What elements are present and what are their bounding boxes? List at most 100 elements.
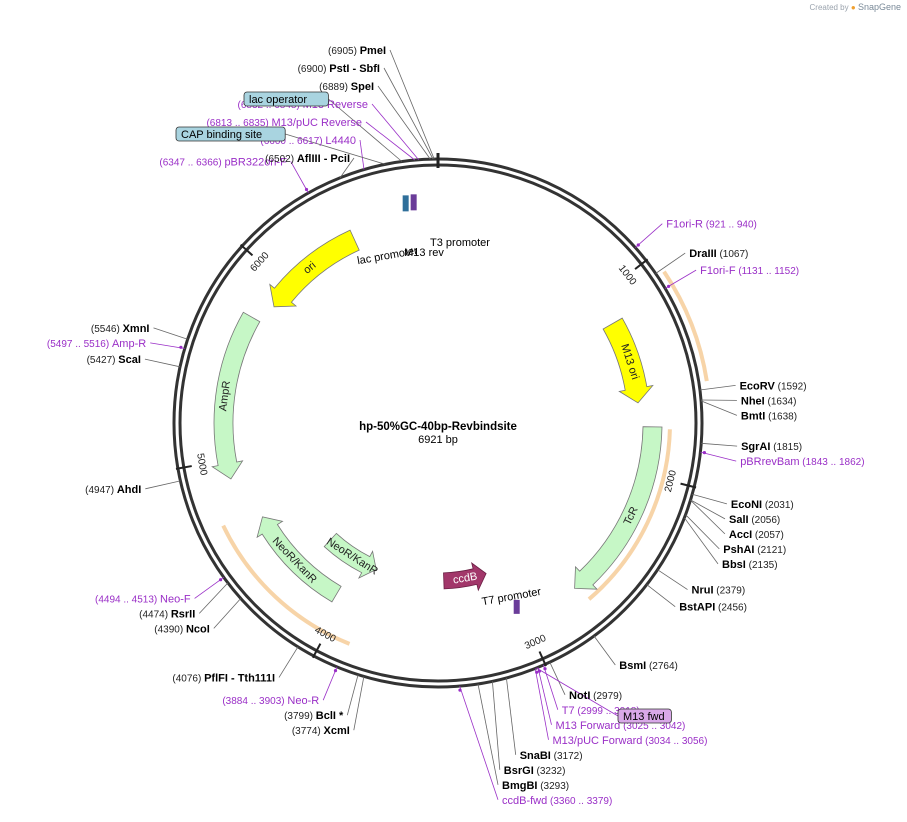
small-feature-mark[interactable] bbox=[410, 194, 417, 211]
primer-m13-forward[interactable]: M13 Forward (3025 .. 3042) bbox=[556, 720, 686, 732]
site-bcli[interactable]: (3799) BclI * bbox=[284, 710, 344, 722]
boxed-feature-cap-binding-site[interactable]: CAP binding site bbox=[175, 126, 286, 142]
site-name: AflIII bbox=[297, 153, 321, 165]
site-position: (3799) bbox=[284, 711, 316, 722]
site-position: (4390) bbox=[154, 624, 186, 635]
primer-range: (5497 .. 5516) bbox=[47, 339, 112, 350]
site-name: NheI bbox=[741, 395, 765, 407]
leader-line bbox=[339, 157, 355, 179]
site-nrui[interactable]: NruI (2379) bbox=[692, 585, 746, 597]
primer-l4440[interactable]: (6600 .. 6617) L4440 bbox=[260, 135, 356, 147]
primer-pbrrevbam[interactable]: pBRrevBam (1843 .. 1862) bbox=[740, 456, 864, 468]
primer-ccdb-fwd[interactable]: ccdB-fwd (3360 .. 3379) bbox=[502, 795, 612, 807]
label-text: BstAPI (2456) bbox=[679, 602, 747, 614]
site-bmgbi[interactable]: BmgBI (3293) bbox=[502, 780, 569, 792]
site-spei[interactable]: (6889) SpeI bbox=[319, 81, 374, 93]
leader-line bbox=[690, 499, 726, 520]
boxed-feature-label: CAP binding site bbox=[181, 129, 262, 141]
site-snabi[interactable]: SnaBI (3172) bbox=[520, 750, 583, 762]
site-ecorv[interactable]: EcoRV (1592) bbox=[740, 380, 807, 392]
primer-pbr322ori-f[interactable]: (6347 .. 6366) pBR322ori-F bbox=[159, 157, 287, 169]
primer-binding-mark bbox=[702, 451, 707, 455]
primer-range: (921 .. 940) bbox=[703, 220, 757, 231]
site-position: (2031) bbox=[762, 500, 794, 511]
site-bmti[interactable]: BmtI (1638) bbox=[741, 410, 797, 422]
feature-neor-kanr-arrow[interactable] bbox=[256, 516, 342, 603]
site-position: (6905) bbox=[328, 46, 360, 57]
leader-line bbox=[346, 674, 359, 716]
label-text: (4076) PflFI - Tth111I bbox=[172, 672, 275, 684]
t7-promoter-mark[interactable] bbox=[513, 599, 520, 614]
feature-m13-ori-arrow[interactable] bbox=[602, 317, 654, 404]
primer-name: ccdB-fwd bbox=[502, 795, 547, 807]
leader-line bbox=[534, 668, 549, 740]
primer-f1ori-f[interactable]: F1ori-F (1131 .. 1152) bbox=[700, 265, 799, 277]
label-text: M13 Forward (3025 .. 3042) bbox=[556, 720, 686, 732]
site-bbsi[interactable]: BbsI (2135) bbox=[722, 559, 778, 571]
site-xmni[interactable]: (5546) XmnI bbox=[91, 323, 150, 335]
site-nhei[interactable]: NheI (1634) bbox=[741, 395, 797, 407]
site-xcmi[interactable]: (3774) XcmI bbox=[292, 725, 350, 737]
site-name: RsrII bbox=[171, 608, 195, 620]
primer-name: T7 bbox=[562, 705, 575, 717]
leader-line bbox=[701, 442, 738, 447]
site-pshai[interactable]: PshAI (2121) bbox=[723, 544, 786, 556]
site-draiii[interactable]: DraIII (1067) bbox=[689, 248, 748, 260]
site-position: (6900) bbox=[298, 64, 330, 75]
site-acci[interactable]: AccI (2057) bbox=[729, 529, 784, 541]
primer-neo-f[interactable]: (4494 .. 4513) Neo-F bbox=[95, 593, 191, 605]
primer-t7[interactable]: T7 (2999 .. 3018) bbox=[562, 705, 640, 717]
small-feature-mark[interactable] bbox=[402, 195, 409, 212]
primer-amp-r[interactable]: (5497 .. 5516) Amp-R bbox=[47, 338, 146, 350]
primer-neo-r[interactable]: (3884 .. 3903) Neo-R bbox=[222, 695, 319, 707]
boxed-feature-lac-operator[interactable]: lac operator bbox=[243, 91, 329, 107]
primer-name: F1ori-R bbox=[666, 219, 703, 231]
feature-ampr-arrow[interactable] bbox=[211, 311, 261, 480]
leader-line bbox=[506, 677, 517, 755]
label-text: (6900) PstI - SbfI bbox=[298, 63, 380, 75]
label-text: (6347 .. 6366) pBR322ori-F bbox=[159, 157, 287, 169]
primer-m13-puc-reverse[interactable]: (6813 .. 6835) M13/pUC Reverse bbox=[206, 117, 362, 129]
leader-line bbox=[646, 584, 676, 608]
feature-ccdb-arrow[interactable] bbox=[443, 562, 487, 592]
boxed-feature-m13-fwd[interactable]: M13 fwd bbox=[617, 708, 672, 724]
site-name: BstAPI bbox=[679, 602, 715, 614]
site-afliii[interactable]: (6502) AflIII - PciI bbox=[265, 153, 350, 165]
site-scai[interactable]: (5427) ScaI bbox=[87, 354, 141, 366]
primer-m13-puc-forward[interactable]: M13/pUC Forward (3034 .. 3056) bbox=[553, 735, 708, 747]
site-bstapi[interactable]: BstAPI (2456) bbox=[679, 602, 747, 614]
site-sali[interactable]: SalI (2056) bbox=[729, 514, 780, 526]
site-econi[interactable]: EcoNI (2031) bbox=[731, 499, 794, 511]
site-rsrii[interactable]: (4474) RsrII bbox=[139, 608, 195, 620]
label-text: BsrGI (3232) bbox=[504, 765, 566, 777]
leader-line bbox=[685, 514, 720, 550]
site-psti[interactable]: (6900) PstI - SbfI bbox=[298, 63, 380, 75]
site-pmei[interactable]: (6905) PmeI bbox=[328, 45, 386, 57]
site-ncoi[interactable]: (4390) NcoI bbox=[154, 623, 210, 635]
site-sgrai[interactable]: SgrAI (1815) bbox=[741, 441, 802, 453]
site-noti[interactable]: NotI (2979) bbox=[569, 690, 622, 702]
label-text: BmgBI (3293) bbox=[502, 780, 569, 792]
site-pflfi[interactable]: (4076) PflFI - Tth111I bbox=[172, 672, 275, 684]
primer-range: (3025 .. 3042) bbox=[620, 721, 685, 732]
primer-range: (1131 .. 1152) bbox=[736, 266, 800, 277]
feature-neor-kanr-arrow[interactable] bbox=[323, 532, 377, 579]
primer-f1ori-r[interactable]: F1ori-R (921 .. 940) bbox=[666, 219, 757, 231]
site-ahdi[interactable]: (4947) AhdI bbox=[85, 484, 141, 496]
feature-ori-arrow[interactable] bbox=[269, 229, 360, 308]
label-text: BsmI (2764) bbox=[619, 660, 678, 672]
site-position: (2379) bbox=[714, 586, 746, 597]
site-name: PmeI bbox=[360, 45, 386, 57]
site-bsrgi[interactable]: BsrGI (3232) bbox=[504, 765, 566, 777]
label-text: SalI (2056) bbox=[729, 514, 780, 526]
feature-tcr-arrow[interactable] bbox=[574, 426, 663, 590]
site-position: (6889) bbox=[319, 82, 351, 93]
site-name: AccI bbox=[729, 529, 752, 541]
label-text: M13/pUC Forward (3034 .. 3056) bbox=[553, 735, 708, 747]
tick-label: 3000 bbox=[523, 633, 548, 652]
site-name: BclI * bbox=[316, 710, 344, 722]
feature-highlight-arc bbox=[587, 429, 672, 601]
leader-line bbox=[700, 451, 737, 462]
site-bsmi[interactable]: BsmI (2764) bbox=[619, 660, 678, 672]
